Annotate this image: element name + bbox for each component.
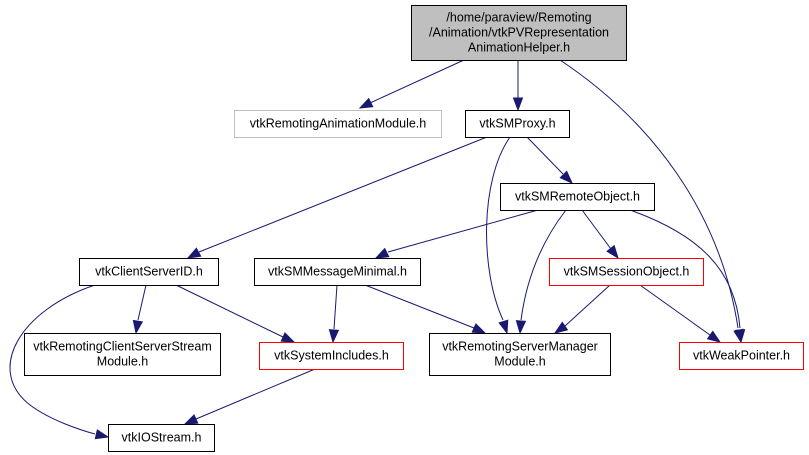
node-box [259, 342, 404, 370]
edge-line [364, 284, 475, 329]
node-label: vtkIOStream.h [122, 431, 202, 445]
arrowhead-icon [183, 414, 199, 425]
nodes-layer: /home/paraview/Remoting/Animation/vtkPVR… [24, 5, 804, 452]
edge-smSessionObject-to-weakPointer [639, 284, 722, 343]
edge-line [564, 284, 611, 327]
node-smSessionObject[interactable]: vtkSMSessionObject.h [549, 258, 704, 286]
node-label: vtkSMRemoteObject.h [515, 190, 640, 204]
node-label: vtkRemotingAnimationModule.h [250, 117, 427, 131]
edge-line [369, 59, 465, 104]
edge-smRemoteObject-to-weakPointer [629, 209, 746, 344]
edge-smRemoteObject-to-smSessionObject [581, 209, 619, 260]
arrowhead-icon [515, 320, 527, 335]
node-label: /home/paraview/Remoting [446, 11, 591, 25]
arrowhead-icon [553, 321, 569, 334]
arrowhead-icon [559, 170, 574, 185]
arrowhead-icon [132, 319, 144, 335]
arrowhead-icon [734, 329, 746, 344]
node-root: /home/paraview/Remoting/Animation/vtkPVR… [411, 5, 627, 61]
arrowhead-icon [374, 247, 390, 259]
edge-line [387, 209, 539, 253]
edge-clientServerID-to-ioStream [9, 284, 110, 440]
node-box [24, 333, 221, 376]
node-box [679, 342, 804, 370]
edge-smRemoteObject-to-smMessageMinimal [374, 209, 539, 259]
edge-root-to-smProxy [512, 60, 524, 112]
arrowhead-icon [358, 97, 374, 109]
node-box [465, 110, 570, 138]
edge-smProxy-to-smRemoteObject [526, 136, 574, 185]
node-box [500, 183, 655, 211]
node-smProxy[interactable]: vtkSMProxy.h [465, 110, 570, 138]
node-label: vtkWeakPointer.h [693, 349, 790, 363]
node-box [549, 258, 704, 286]
edge-smSessionObject-to-remotingServerManagerModule [553, 284, 611, 334]
edge-line [486, 136, 511, 321]
node-label: vtkSMSessionObject.h [564, 265, 690, 279]
arrowhead-icon [606, 244, 619, 260]
node-smMessageMinimal[interactable]: vtkSMMessageMinimal.h [254, 258, 421, 286]
edge-line [195, 368, 316, 420]
node-label: vtkRemotingServerManager [442, 340, 598, 354]
edge-line [629, 209, 741, 329]
node-ioStream[interactable]: vtkIOStream.h [108, 424, 215, 452]
node-box [79, 258, 219, 286]
edges-layer [9, 59, 746, 440]
edge-root-to-remotingAnimationModule [358, 59, 465, 109]
node-remotingAnimationModule[interactable]: vtkRemotingAnimationModule.h [234, 110, 442, 138]
edge-smMessageMinimal-to-remotingServerManagerModule [364, 284, 487, 334]
edge-line [175, 284, 284, 338]
node-weakPointer[interactable]: vtkWeakPointer.h [679, 342, 804, 370]
node-label: /Animation/vtkPVRepresentation [429, 26, 609, 40]
node-box [234, 110, 442, 138]
node-label: AnimationHelper.h [468, 41, 570, 55]
node-label: Module.h [97, 355, 148, 369]
node-systemIncludes[interactable]: vtkSystemIncludes.h [259, 342, 404, 370]
edge-line [198, 136, 488, 253]
edge-smMessageMinimal-to-systemIncludes [328, 284, 340, 344]
arrowhead-icon [512, 97, 524, 112]
node-label: vtkSMMessageMinimal.h [268, 265, 407, 279]
edge-clientServerID-to-remotingClientServerStreamModule [132, 284, 147, 335]
edge-line [581, 209, 612, 250]
edge-line [520, 209, 567, 321]
arrowhead-icon [706, 330, 722, 343]
node-label: vtkSystemIncludes.h [274, 349, 389, 363]
edge-line [333, 284, 338, 330]
node-clientServerID[interactable]: vtkClientServerID.h [79, 258, 219, 286]
edge-smRemoteObject-to-remotingServerManagerModule [515, 209, 567, 335]
node-smRemoteObject[interactable]: vtkSMRemoteObject.h [500, 183, 655, 211]
edge-line [9, 284, 96, 435]
arrowhead-icon [328, 329, 340, 344]
node-label: vtkRemotingClientServerStream [33, 340, 212, 354]
node-label: vtkClientServerID.h [95, 265, 203, 279]
arrowhead-icon [471, 323, 487, 334]
edge-smProxy-to-remotingServerManagerModule [486, 136, 511, 335]
edge-line [639, 284, 711, 336]
node-box [411, 5, 627, 61]
arrowhead-icon [280, 332, 296, 343]
edge-line [137, 284, 147, 321]
arrowhead-icon [498, 319, 509, 335]
arrowhead-icon [94, 429, 110, 440]
arrowhead-icon [186, 247, 202, 259]
edge-line [526, 136, 564, 175]
node-box [108, 424, 215, 452]
node-label: Module.h [494, 355, 545, 369]
node-box [429, 333, 611, 376]
edge-smProxy-to-clientServerID [186, 136, 488, 259]
edge-systemIncludes-to-ioStream [183, 368, 316, 425]
edge-clientServerID-to-systemIncludes [175, 284, 296, 343]
node-label: vtkSMProxy.h [479, 117, 555, 131]
node-box [254, 258, 421, 286]
